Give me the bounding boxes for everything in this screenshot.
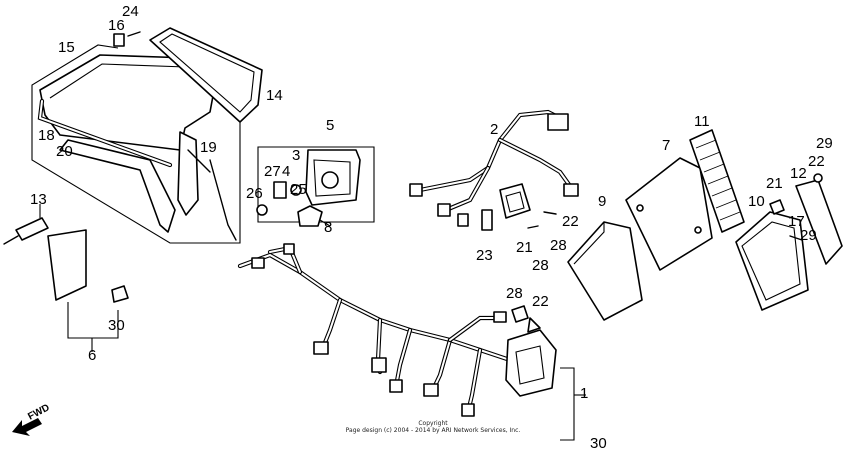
- heatsink-group: [689, 129, 745, 233]
- unit-7-part: [625, 157, 713, 271]
- unit-9-group: [567, 221, 643, 321]
- regulator-part: [505, 329, 557, 397]
- callout-1: 1: [580, 385, 588, 402]
- callout-11: 11: [694, 113, 710, 130]
- heatsink-part: [689, 129, 745, 233]
- unit-10-group: [735, 173, 843, 311]
- callout-21a: 21: [766, 175, 783, 192]
- callout-29b: 29: [800, 227, 817, 244]
- callout-28b: 28: [532, 257, 549, 274]
- relay-part: [499, 183, 531, 219]
- sub-harness-group: [409, 109, 579, 231]
- callout-24: 24: [122, 3, 139, 20]
- callout-5: 5: [326, 117, 334, 134]
- callout-8: 8: [324, 219, 332, 236]
- fwd-arrow-icon: [12, 418, 42, 436]
- callout-13: 13: [30, 191, 47, 208]
- callout-28c: 28: [506, 285, 523, 302]
- copyright-line-2: Page design (c) 2004 - 2014 by ARI Netwo…: [345, 427, 521, 434]
- bolt-part: [127, 31, 141, 37]
- panel-part: [47, 229, 87, 301]
- callout-22b: 22: [562, 213, 579, 230]
- callout-22a: 22: [808, 153, 825, 170]
- clip-part: [111, 285, 129, 303]
- switch-part: [15, 217, 49, 241]
- callout-15: 15: [58, 39, 75, 56]
- callout-6: 6: [88, 347, 96, 364]
- unit-7-group: [625, 157, 713, 271]
- main-harness-part: [237, 252, 513, 363]
- callout-7: 7: [662, 137, 670, 154]
- bulb-part: [297, 205, 323, 227]
- callout-3: 3: [292, 147, 300, 164]
- callout-18: 18: [38, 127, 55, 144]
- callout-12: 12: [790, 165, 807, 182]
- meter-light-group: [256, 146, 375, 227]
- callout-19: 19: [200, 139, 217, 156]
- main-harness-group: [237, 243, 586, 441]
- lens-part: [149, 27, 263, 123]
- unit-9-part: [567, 221, 643, 321]
- callout-14: 14: [266, 87, 283, 104]
- copyright-notice: Copyright Page design (c) 2004 - 2014 by…: [318, 420, 548, 434]
- fwd-arrow: FWD: [12, 402, 52, 436]
- callout-4: 4: [282, 163, 290, 180]
- callout-10: 10: [748, 193, 765, 210]
- callout-27: 27: [264, 163, 281, 180]
- callout-29a: 29: [816, 135, 833, 152]
- callout-28a: 28: [550, 237, 567, 254]
- windscreen-part: [39, 54, 216, 151]
- callout-30b: 30: [590, 435, 607, 452]
- callout-16: 16: [108, 17, 125, 34]
- callout-9: 9: [598, 193, 606, 210]
- callout-23: 23: [476, 247, 493, 264]
- screw-part: [113, 33, 125, 47]
- callout-22c: 22: [532, 293, 549, 310]
- callout-20: 20: [56, 143, 73, 160]
- bracket-part: [177, 131, 199, 216]
- callout-30a: 30: [108, 317, 125, 334]
- callout-21b: 21: [516, 239, 533, 256]
- bracket-12-part: [795, 179, 843, 265]
- callout-labels: 1 2 3 4 5 6 7 8 9 10 11 12 13 14 15 16 1…: [30, 3, 833, 452]
- switch-panel-group: [3, 204, 129, 352]
- copyright-line-1: Copyright: [418, 420, 448, 427]
- callout-26: 26: [246, 185, 263, 202]
- callout-2: 2: [490, 121, 498, 138]
- callout-17: 17: [788, 213, 805, 230]
- windscreen-assembly-group: [31, 27, 263, 244]
- lower-molding-part: [59, 139, 176, 233]
- callout-25: 25: [290, 181, 307, 198]
